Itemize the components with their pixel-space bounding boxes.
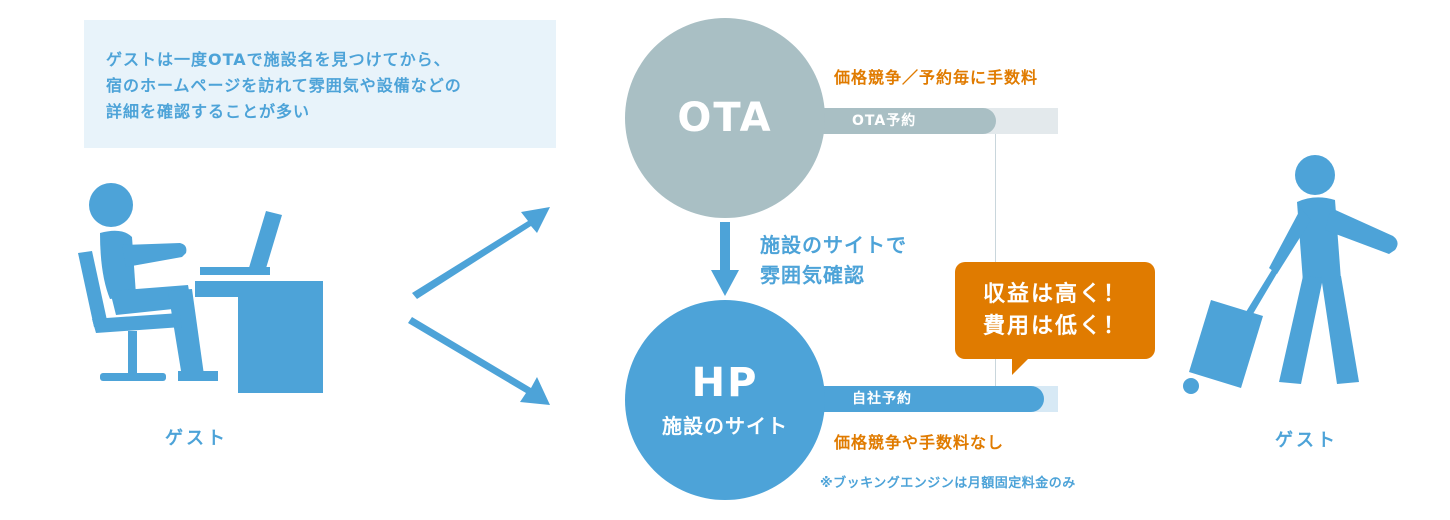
info-note: ゲストは一度OTAで施設名を見つけてから、 宿のホームページを訪れて雰囲気や設備… [84,20,556,148]
right-guest-label: ゲスト [1275,430,1338,451]
ota-circle-label: OTA [677,95,773,141]
hp-circle-label: HP [691,360,759,406]
traveler-with-suitcase-icon [1183,155,1398,394]
guest-at-desk-icon [78,183,323,393]
ota-cost-note: 価格競争／予約毎に手数料 [834,68,1039,87]
info-note-line: 宿のホームページを訪れて雰囲気や設備などの [106,76,462,95]
down-arrow-icon [711,222,739,296]
direct-booking-bar: 自社予約 [800,386,1044,412]
ota-circle: OTA [625,18,825,218]
hp-circle-sublabel: 施設のサイト [662,414,788,438]
benefit-bubble: 収益は高く！ 費用は低く！ [955,262,1155,359]
hp-cost-note: 価格競争や手数料なし [834,433,1005,452]
left-guest-label: ゲスト [165,428,228,449]
booking-engine-footnote: ※ブッキングエンジンは月額固定料金のみ [820,476,1076,491]
hp-circle: HP 施設のサイト [625,300,825,500]
benefit-line: 収益は高く！ [982,281,1127,307]
info-note-line: ゲストは一度OTAで施設名を見つけてから、 [106,50,451,69]
ota-booking-bar: OTA予約 [800,108,996,134]
ota-booking-label: OTA予約 [852,113,917,129]
divider-line [995,134,996,386]
check-atmosphere-line: 施設のサイトで [760,233,907,257]
benefit-line: 費用は低く！ [982,313,1127,339]
info-note-line: 詳細を確認することが多い [106,102,311,121]
check-atmosphere-line: 雰囲気確認 [760,263,865,287]
direct-booking-label: 自社予約 [852,391,912,407]
bubble-tail [1012,357,1030,375]
arrows-to-ota-and-hp [408,207,550,405]
check-atmosphere-text: 施設のサイトで 雰囲気確認 [760,230,907,290]
